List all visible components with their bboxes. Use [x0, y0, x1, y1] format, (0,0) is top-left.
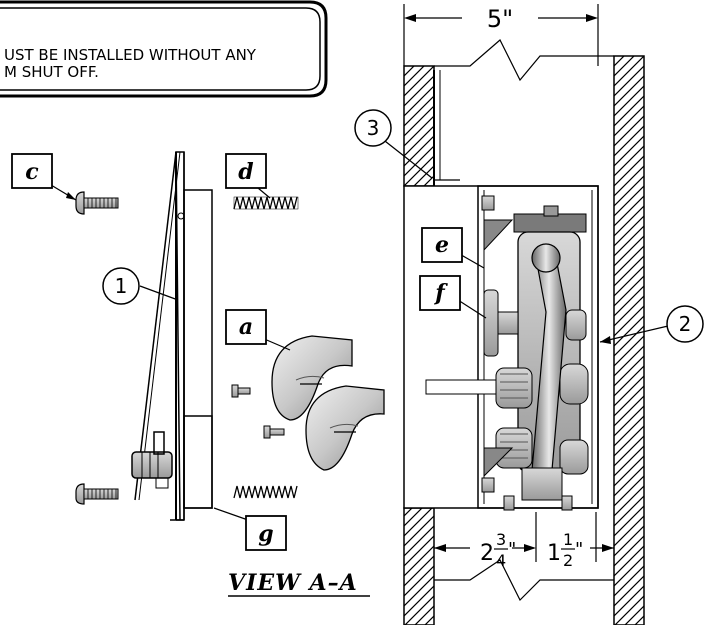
svg-text:4: 4 [496, 551, 506, 570]
small-screw-2 [263, 425, 285, 439]
callout-3: 3 [354, 109, 392, 147]
svg-text:c: c [25, 159, 39, 185]
wall-right [613, 55, 645, 625]
label-c: c [11, 153, 53, 189]
spring-d-bottom [233, 485, 298, 499]
label-a: a [225, 309, 267, 345]
valve-assembly [425, 195, 589, 511]
svg-text:3: 3 [496, 530, 506, 549]
screw-c-top [75, 191, 119, 215]
note-box: UST BE INSTALLED WITHOUT ANY M SHUT OFF. [0, 0, 328, 98]
view-label: VIEW A–A [228, 570, 370, 597]
note-line-1: UST BE INSTALLED WITHOUT ANY [4, 46, 257, 64]
lock-cylinder [131, 431, 173, 489]
spring-d-top [233, 196, 299, 210]
dim-5in: 5" [403, 4, 599, 66]
knob-a-2 [305, 385, 385, 471]
knob-a-1 [271, 335, 353, 421]
dim-bottom: 2 3 4 " 1 1 2 " [434, 512, 614, 570]
callout-2: 2 [666, 305, 704, 343]
svg-text:1: 1 [563, 530, 573, 549]
svg-text:g: g [258, 521, 273, 547]
svg-text:1: 1 [547, 541, 561, 566]
svg-text:a: a [239, 314, 253, 340]
svg-text:d: d [238, 159, 253, 185]
svg-text:1: 1 [115, 274, 128, 298]
label-f: f [419, 275, 461, 311]
trim-strip [433, 70, 460, 186]
small-screw-1 [231, 384, 251, 398]
callout-1: 1 [102, 267, 140, 305]
label-e: e [421, 227, 463, 263]
svg-text:f: f [433, 280, 448, 306]
svg-text:2: 2 [679, 312, 692, 336]
svg-text:VIEW A–A: VIEW A–A [228, 570, 358, 596]
svg-text:": " [508, 539, 516, 560]
svg-text:5": 5" [487, 5, 513, 33]
label-d: d [225, 153, 267, 189]
label-g: g [245, 515, 287, 551]
svg-text:e: e [435, 232, 449, 258]
svg-text:2: 2 [563, 551, 573, 570]
note-line-2: M SHUT OFF. [4, 63, 99, 81]
wall-left [403, 65, 435, 625]
svg-text:2: 2 [480, 541, 494, 566]
screw-c-bottom [75, 483, 119, 505]
svg-text:3: 3 [367, 116, 380, 140]
door-panel [134, 151, 213, 521]
svg-text:": " [575, 539, 583, 560]
